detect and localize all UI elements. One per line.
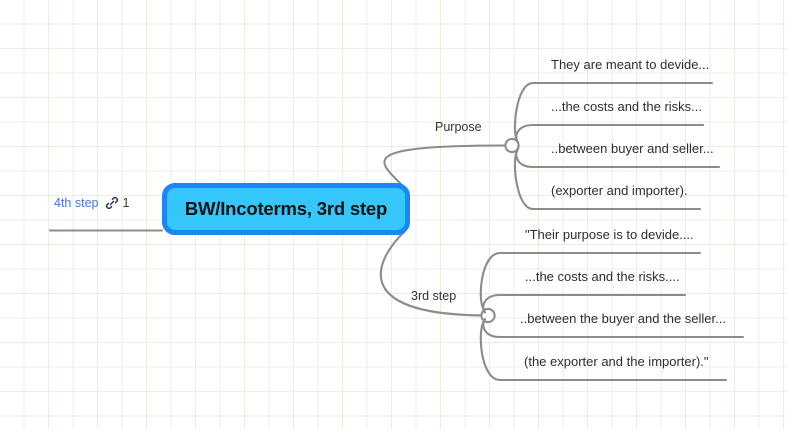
link-badge[interactable]: 1 [105, 196, 129, 210]
leaf-third-step-3[interactable]: ..between the buyer and the seller... [520, 311, 726, 326]
edge-third-step-leaf-2 [482, 293, 687, 314]
edge-root-to-purpose [383, 144, 507, 190]
collapse-handle-third-step [480, 307, 496, 324]
root-node-label: BW/Incoterms, 3rd step [184, 198, 388, 219]
leaf-purpose-2[interactable]: ...the costs and the risks... [551, 99, 703, 114]
edge-purpose-leaf-2 [515, 123, 705, 144]
leaf-third-step-2[interactable]: ...the costs and the risks.... [525, 269, 680, 284]
collapse-handle-purpose [504, 137, 520, 154]
root-node[interactable]: BW/Incoterms, 3rd step [162, 183, 410, 235]
link-count: 1 [122, 196, 130, 210]
leaf-purpose-4[interactable]: (exporter and importer). [551, 183, 688, 198]
sibling-step-label[interactable]: 4th step [54, 196, 99, 210]
leaf-purpose-1[interactable]: They are meant to devide... [551, 57, 710, 72]
branch-label-third-step[interactable]: 3rd step [411, 289, 457, 303]
edge-third-step-leaf-4 [479, 319, 728, 382]
leaf-third-step-1[interactable]: "Their purpose is to devide.... [525, 227, 694, 242]
branch-label-purpose[interactable]: Purpose [435, 120, 482, 134]
leaf-purpose-3[interactable]: ..between buyer and seller... [551, 141, 714, 156]
edge-purpose-leaf-4 [513, 150, 702, 211]
leaf-third-step-4[interactable]: (the exporter and the importer)." [524, 354, 709, 369]
left-sibling-info: 4th step 1 [54, 196, 129, 210]
link-chain-icon [105, 196, 119, 210]
